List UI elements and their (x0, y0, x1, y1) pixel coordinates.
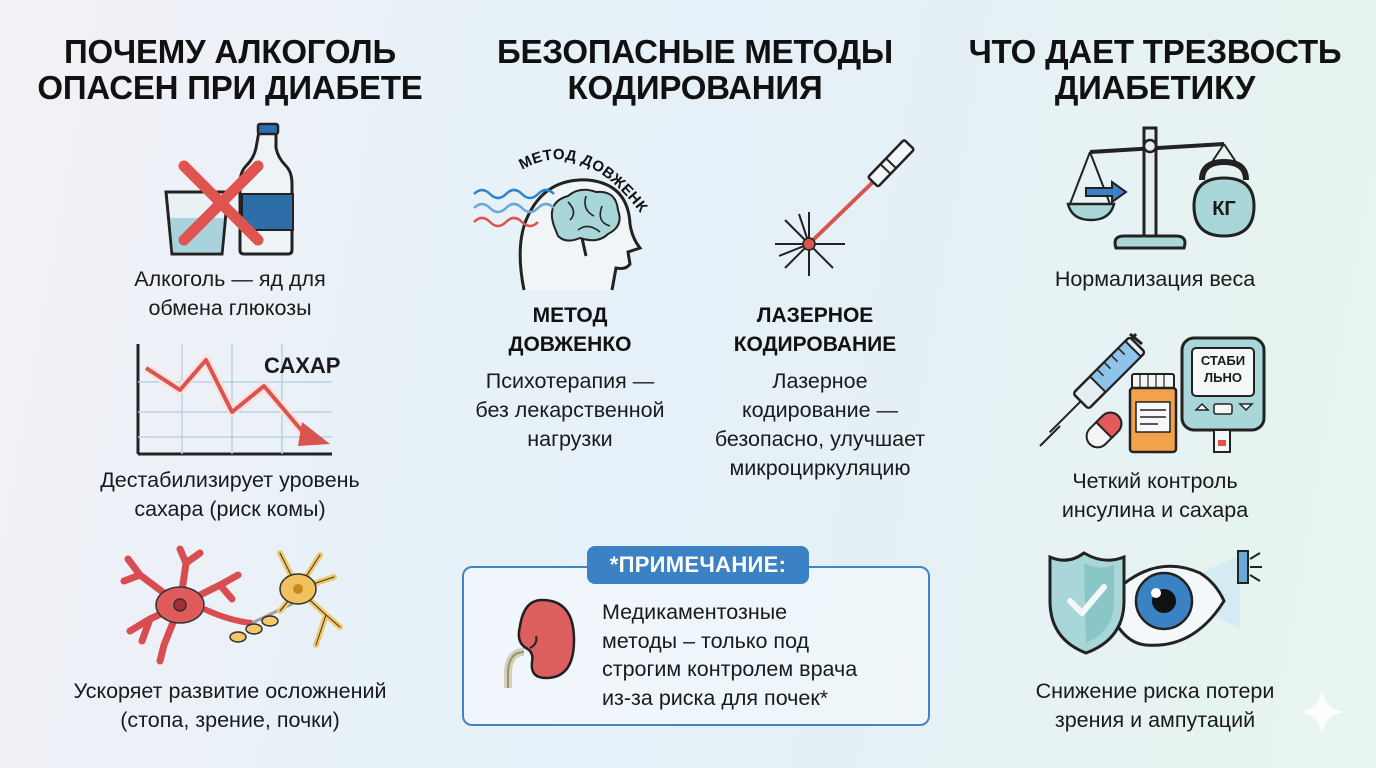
column-sobriety-benefits: ЧТО ДАЕТ ТРЕЗВОСТЬ ДИАБЕТИКУ (950, 0, 1360, 768)
caption-laser: Лазерное кодирование — безопасно, улучша… (714, 369, 926, 480)
caption-vision-amputation: Снижение риска потери зрения и ампутаций (1035, 679, 1275, 732)
sparkle-icon (1298, 688, 1346, 736)
caption-sugar-destabilize: Дестабилизирует уровень сахара (риск ком… (100, 468, 360, 521)
syringe-icon (1036, 330, 1176, 450)
note-text: Медикаментозные методы – только под стро… (602, 600, 858, 710)
meter-display-text: СТАБИ ЛЬНО (1200, 353, 1246, 385)
caption-glucose-poison: Алкоголь — яд для обмена глюкозы (134, 267, 326, 320)
caption-weight: Нормализация веса (1054, 267, 1256, 291)
method-title-laser: ЛАЗЕРНОЕ КОДИРОВАНИЕ (733, 304, 897, 356)
column-title-sobriety-benefits: ЧТО ДАЕТ ТРЕЗВОСТЬ ДИАБЕТИКУ (968, 33, 1342, 106)
column-title-alcohol-danger: ПОЧЕМУ АЛКОГОЛЬ ОПАСЕН ПРИ ДИАБЕТЕ (37, 33, 423, 106)
caption-complications: Ускоряет развитие осложнений (стопа, зре… (73, 679, 387, 732)
column-alcohol-danger: ПОЧЕМУ АЛКОГОЛЬ ОПАСЕН ПРИ ДИАБЕТЕ (20, 0, 440, 768)
column-coding-methods: БЕЗОПАСНЫЕ МЕТОДЫ КОДИРОВАНИЯ (450, 0, 940, 768)
glucose-meter-icon (1180, 336, 1266, 454)
column-title-coding-methods: БЕЗОПАСНЫЕ МЕТОДЫ КОДИРОВАНИЯ (497, 33, 893, 106)
medicine-vial-icon (1128, 372, 1178, 454)
caption-insulin-control: Четкий контроль инсулина и сахара (1061, 469, 1249, 522)
weight-label: КГ (1212, 198, 1236, 220)
sugar-chart-icon (132, 342, 337, 457)
head-brain-icon: МЕТОД ДОВЖЕНКО (464, 127, 660, 300)
scale-weight-icon (1062, 124, 1256, 259)
chart-label-sugar: САХАР (264, 353, 341, 378)
caption-dovzhenko: Психотерапия — без лекарственной нагрузк… (475, 369, 665, 451)
glass-bottle-crossed-icon (162, 122, 297, 257)
laser-pen-icon (765, 139, 915, 282)
method-title-dovzhenko: МЕТОД ДОВЖЕНКО (508, 304, 632, 356)
neurons-icon (120, 545, 345, 665)
note-label: *ПРИМЕЧАНИЕ: (587, 546, 809, 584)
shield-eye-icon (1044, 545, 1266, 655)
kidney-icon (502, 596, 582, 691)
